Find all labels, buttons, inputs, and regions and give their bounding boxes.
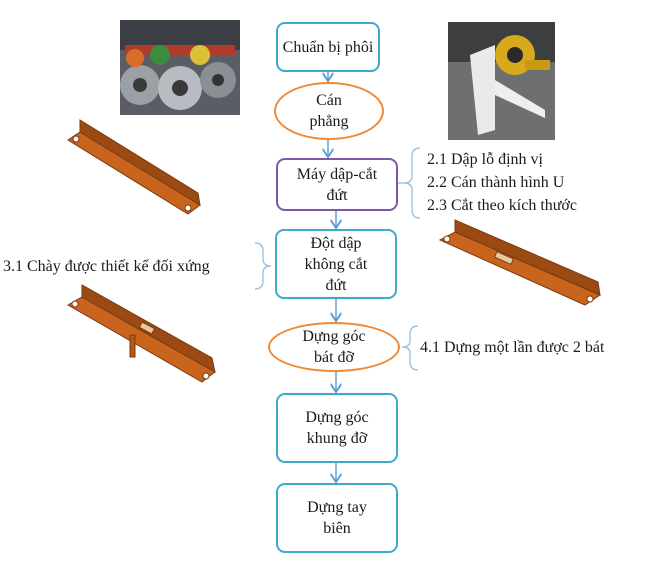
brackets xyxy=(254,147,421,371)
steel-coils-photo xyxy=(120,20,240,115)
note-2-2: 2.2 Cán thành hình U xyxy=(427,174,565,191)
note-3-1: 3.1 Chày được thiết kế đối xứng xyxy=(3,258,210,275)
note-2-3: 2.3 Cắt theo kích thước xyxy=(427,197,577,214)
u-bracket-part-blank xyxy=(67,119,201,215)
u-bracket-part-punched xyxy=(438,219,602,306)
notes-step2: 2.1 Dập lỗ định vị 2.2 Cán thành hình U … xyxy=(427,148,577,217)
step-form-bowl-angle: Dựng góc bát đỡ xyxy=(268,322,400,372)
step-punch-no-cut: Đột dập không cắt đứt xyxy=(275,229,397,299)
u-bracket-part-formed xyxy=(66,284,216,383)
note-2-1: 2.1 Dập lỗ định vị xyxy=(427,151,543,168)
step-flattening: Cán phẳng xyxy=(274,82,384,140)
step-punch-cut-machine: Máy dập-cắt đứt xyxy=(276,158,398,211)
note-4-1: 4.1 Dựng một lần được 2 bát xyxy=(420,339,605,356)
step-form-frame-angle: Dựng góc khung đỡ xyxy=(276,393,398,463)
step-form-arm: Dựng tay biên xyxy=(276,483,398,553)
flow-arrows xyxy=(328,72,336,482)
uncoiler-machine-photo xyxy=(448,22,555,140)
step-prepare-blank: Chuẩn bị phôi xyxy=(276,22,380,72)
